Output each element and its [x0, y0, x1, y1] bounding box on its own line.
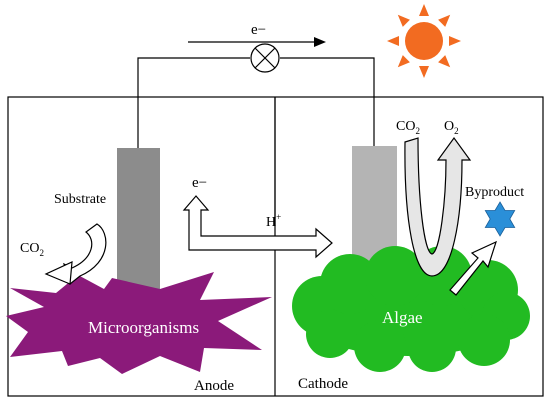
microorganisms-blob [6, 272, 272, 374]
byproduct-arrow [449, 240, 497, 296]
byproduct-label: Byproduct [465, 185, 524, 200]
co2-right-label: CO2 [396, 119, 420, 136]
substrate-to-co2-arrow [44, 223, 107, 286]
circuit-wire-right [280, 57, 375, 146]
co2-o2-cycle-arrow [404, 136, 472, 277]
resistor-lamp-icon [250, 43, 280, 73]
algae-cloud [292, 246, 530, 372]
electron-left-label: e− [192, 175, 207, 191]
electron-top-label: e− [251, 22, 266, 38]
algae-label: Algae [382, 308, 423, 327]
microorganisms-label: Microorganisms [88, 318, 199, 337]
anode-label: Anode [194, 378, 234, 394]
circuit-wire-left [137, 57, 250, 148]
proton-flow-arrow [182, 195, 333, 259]
star-icon [484, 201, 516, 237]
o2-label: O2 [444, 119, 459, 136]
cathode-label: Cathode [298, 376, 348, 392]
co2-left-label: CO2 [20, 241, 44, 258]
substrate-label: Substrate [54, 192, 106, 207]
electron-flow-arrow [188, 37, 326, 47]
anode-electrode [117, 148, 160, 298]
sun-icon [387, 4, 461, 78]
proton-label: H+ [266, 212, 281, 230]
